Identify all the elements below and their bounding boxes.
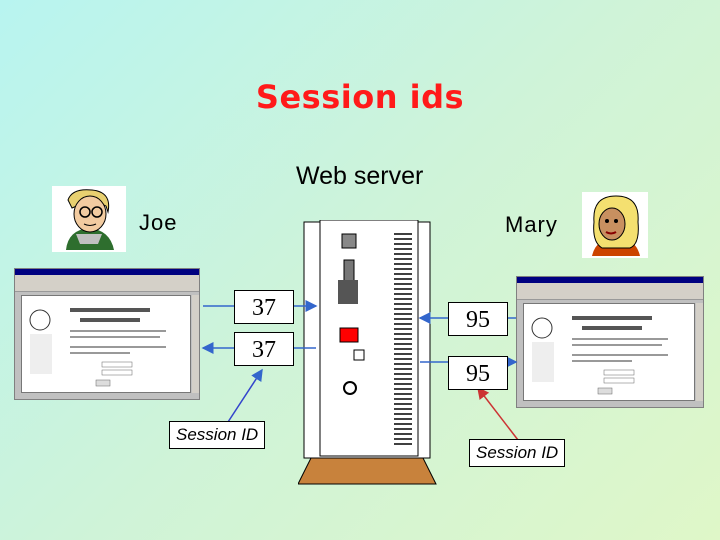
joe-session-pointer (227, 368, 263, 423)
mary-browser-window-icon (516, 276, 704, 408)
mary-name: Mary (505, 212, 558, 237)
joe-session-id-label: Session ID (169, 421, 266, 449)
web-server-label: Web server (296, 162, 424, 190)
joe-avatar-icon (52, 186, 126, 252)
joe-name: Joe (139, 210, 178, 235)
joe-session-id-response: 37 (234, 332, 294, 366)
mary-session-pointer (477, 386, 519, 441)
mary-session-id-label: Session ID (469, 439, 566, 467)
mary-avatar-icon (582, 192, 648, 258)
joe-browser-window-icon (14, 268, 200, 400)
joe-session-id-request: 37 (234, 290, 294, 324)
web-server-tower-icon (298, 220, 437, 485)
mary-session-id-response: 95 (448, 356, 508, 390)
slide-title: Session ids (255, 78, 465, 116)
mary-session-id-request: 95 (448, 302, 508, 336)
